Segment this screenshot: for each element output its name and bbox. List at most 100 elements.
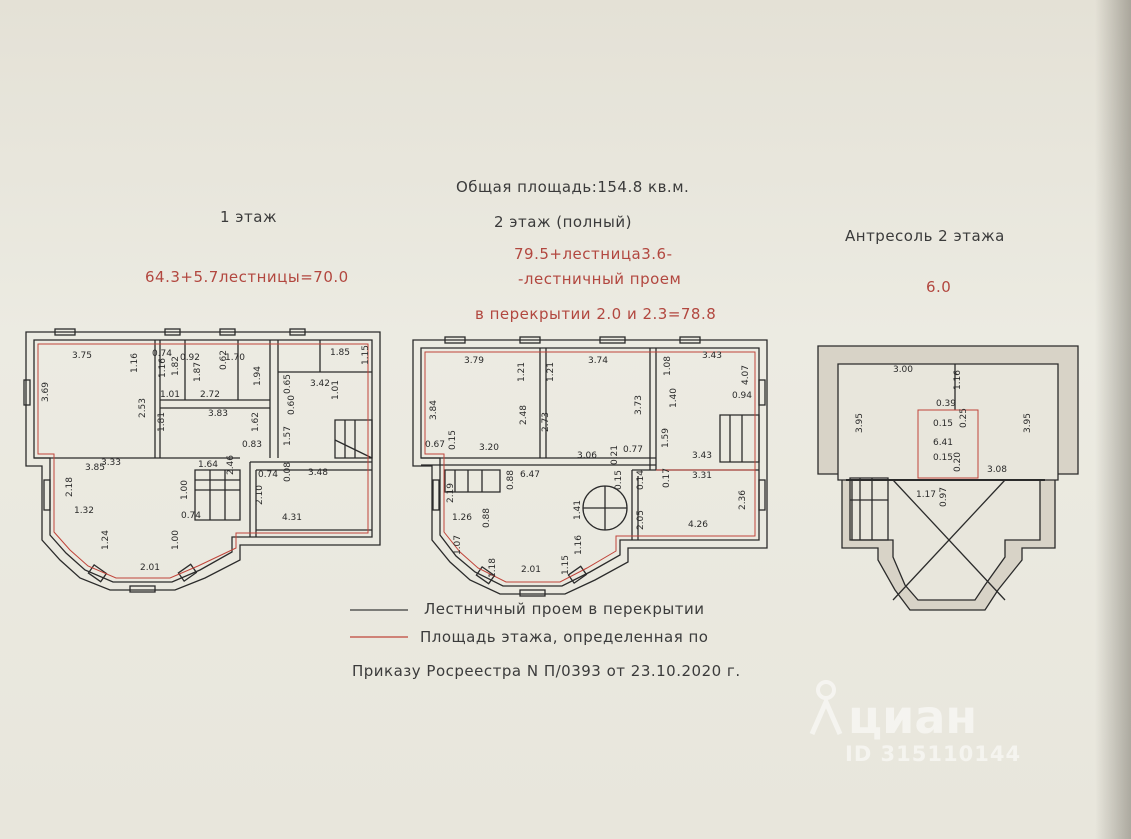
floor2-dimension-label: 3.31: [692, 471, 712, 481]
floor2-dimension-label: 2.05: [636, 510, 646, 530]
mezzanine-dimension-label: 1.16: [953, 370, 963, 390]
floor2-dimension-label: 3.79: [464, 356, 484, 366]
floor2-dimension-label: 2.48: [519, 405, 529, 425]
floor1-dimension-label: 1.16: [130, 353, 140, 373]
floor2-dimension-label: 1.16: [574, 535, 584, 555]
floor2-dimension-label: 3.73: [634, 395, 644, 415]
floor2-dimension-label: 1.21: [546, 362, 556, 382]
floor1-dimension-label: 1.01: [331, 380, 341, 400]
mezzanine-title: Антресоль 2 этажа: [845, 227, 1005, 245]
floor1-dimension-label: 1.24: [101, 530, 111, 550]
legend-floor-area-line2: Приказу Росреестра N П/0393 от 23.10.202…: [352, 662, 741, 680]
floor1-dimension-label: 2.01: [140, 563, 160, 573]
floor2-dimension-label: 1.08: [663, 356, 673, 376]
floor1-area-outline: [37, 343, 369, 579]
floor1-title: 1 этаж: [220, 208, 277, 226]
floor1-area-formula: 64.3+5.7лестницы=70.0: [145, 268, 349, 286]
floor2-dimension-label: 2.01: [521, 565, 541, 575]
floor2-dimension-label: 2.19: [446, 483, 456, 503]
floor1-dimension-label: 0.08: [283, 462, 293, 482]
floor2-dimension-label: 1.59: [661, 428, 671, 448]
floor2-dimension-label: 2.73: [541, 412, 551, 432]
floor1-dimension-label: 1.62: [251, 412, 261, 432]
mezzanine-dimension-label: 0.20: [953, 452, 963, 472]
mezzanine-dimension-label: 3.95: [1023, 413, 1033, 433]
floor2-dimension-label: 3.43: [692, 451, 712, 461]
floor1-dimension-label: 3.33: [101, 458, 121, 468]
floor1-dimension-label: 3.83: [208, 409, 228, 419]
floor2-dimension-label: 0.21: [610, 445, 620, 465]
floor2-dimension-label: 3.43: [702, 351, 722, 361]
floor1-dimension-label: 3.85: [85, 463, 105, 473]
mezzanine-area: 6.0: [926, 278, 952, 296]
floor2-title: 2 этаж (полный): [494, 213, 632, 231]
floor1-dimension-label: 3.48: [308, 468, 328, 478]
floor2-dimension-label: 0.17: [662, 468, 672, 488]
floor1-dimension-label: 0.74: [258, 470, 278, 480]
floor2-area-outline: [424, 351, 756, 583]
floor1-dimension-label: 0.60: [287, 395, 297, 415]
legend-floor-area-line1: Площадь этажа, определенная по: [420, 628, 709, 646]
floor2-dimension-label: 0.88: [506, 470, 516, 490]
floor1-dimension-label: 0.92: [180, 353, 200, 363]
mezzanine-dimension-label: 3.95: [855, 413, 865, 433]
floor2-area-line1: 79.5+лестница3.6-: [514, 245, 673, 263]
floor2-dimension-label: 0.77: [623, 445, 643, 455]
floor1-dimension-label: 1.81: [157, 412, 167, 432]
floor2-dimension-label: 1.18: [488, 558, 498, 578]
floor2-dimension-label: 3.74: [588, 356, 608, 366]
floor2-dimension-label: 2.36: [738, 490, 748, 510]
legend-stair-opening: Лестничный проем в перекрытии: [424, 600, 705, 618]
floor2-plan: [412, 336, 768, 597]
floor1-dimension-label: 1.00: [180, 480, 190, 500]
floor2-dimension-label: 0.88: [482, 508, 492, 528]
floor2-dimension-label: 0.94: [732, 391, 752, 401]
floor2-dimension-label: 3.06: [577, 451, 597, 461]
mezzanine-dimension-label: 0.15: [933, 453, 953, 463]
floor1-dimension-label: 1.70: [225, 353, 245, 363]
watermark-id: ID 315110144: [845, 742, 1022, 766]
floor1-dimension-label: 1.15: [361, 345, 371, 365]
floor1-dimension-label: 0.65: [283, 374, 293, 394]
floor1-dimension-label: 1.57: [283, 426, 293, 446]
floor1-dimension-label: 1.94: [253, 366, 263, 386]
floor2-dimension-label: 0.15: [614, 470, 624, 490]
floor1-dimension-label: 0.62: [219, 350, 229, 370]
floor2-dimension-label: 1.15: [561, 555, 571, 575]
floor2-dimension-label: 4.26: [688, 520, 708, 530]
total-area-title: Общая площадь:154.8 кв.м.: [456, 178, 690, 196]
floor1-dimension-label: 1.85: [330, 348, 350, 358]
floor2-dimension-label: 3.84: [429, 400, 439, 420]
location-pin-icon: [809, 680, 843, 736]
floor2-dimension-label: 1.21: [517, 362, 527, 382]
mezzanine-dimension-label: 3.08: [987, 465, 1007, 475]
floor1-dimension-label: 1.01: [160, 390, 180, 400]
mezzanine-dimension-label: 0.25: [959, 408, 969, 428]
floor1-dimension-label: 0.74: [152, 349, 172, 359]
floor1-dimension-label: 1.64: [198, 460, 218, 470]
mezzanine-dimension-label: 3.00: [893, 365, 913, 375]
paper-edge-shadow: [1095, 0, 1131, 839]
floor2-dimension-label: 1.26: [452, 513, 472, 523]
floor2-dimension-label: 4.07: [741, 365, 751, 385]
floor2-dimension-label: 1.41: [573, 500, 583, 520]
floor2-area-line3: в перекрытии 2.0 и 2.3=78.8: [475, 305, 717, 323]
floor1-plan: [23, 328, 381, 593]
floor2-dimension-label: 0.67: [425, 440, 445, 450]
floor1-dimension-label: 2.18: [65, 477, 75, 497]
floor1-dimension-label: 3.42: [310, 379, 330, 389]
floor2-area-line2: -лестничный проем: [518, 270, 682, 288]
mezzanine-dimension-label: 6.41: [933, 438, 953, 448]
floor1-dimension-label: 2.10: [255, 485, 265, 505]
floor1-dimension-label: 1.32: [74, 506, 94, 516]
floor1-dimension-label: 1.00: [171, 530, 181, 550]
floor1-dimension-label: 0.83: [242, 440, 262, 450]
floor1-dimension-label: 2.46: [226, 455, 236, 475]
floor1-dimension-label: 0.74: [181, 511, 201, 521]
floor1-dimension-label: 1.82: [171, 356, 181, 376]
floor1-dimension-label: 1.87: [193, 362, 203, 382]
floor2-dimension-label: 6.47: [520, 470, 540, 480]
mezzanine-dimension-label: 0.15: [933, 419, 953, 429]
